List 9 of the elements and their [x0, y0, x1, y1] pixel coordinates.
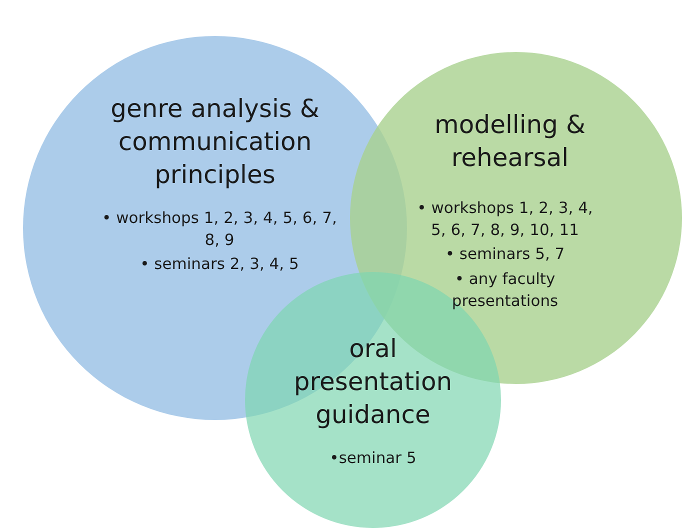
- circle-heading: oral presentation guidance: [292, 333, 454, 431]
- circle-heading: modelling & rehearsal: [434, 109, 586, 174]
- bullet-item: • any faculty presentations: [450, 269, 560, 312]
- bullet-item: • seminars 2, 3, 4, 5: [139, 254, 300, 276]
- bullet-item: • workshops 1, 2, 3, 4, 5, 6, 7, 8, 9: [101, 208, 338, 251]
- bullet-item: • seminars 5, 7: [444, 244, 566, 266]
- circle-heading: genre analysis & communication principles: [110, 93, 320, 191]
- bullet-item: •seminar 5: [328, 448, 418, 469]
- bullet-item: • workshops 1, 2, 3, 4, 5, 6, 7, 8, 9, 10, 11: [416, 198, 594, 241]
